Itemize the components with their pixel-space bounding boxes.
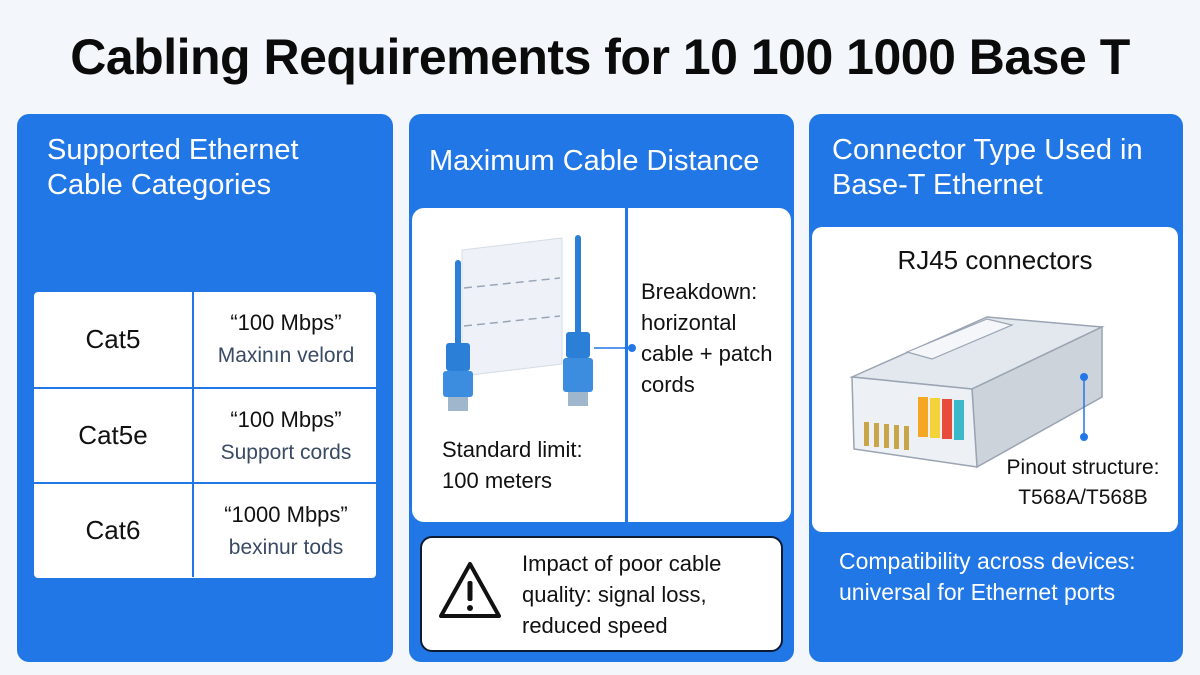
category-name: Cat6 (34, 484, 194, 577)
cable-distance-panel: Maximum Cable Distance Standard limit: 1… (409, 114, 794, 662)
category-speed: “1000 Mbps” (224, 502, 348, 527)
warning-text: Impact of poor cable quality: signal los… (522, 551, 722, 638)
rj45-connector-icon (849, 316, 1105, 469)
cable-categories-table: Cat5 “100 Mbps” Maxinın velord Cat5e “10… (34, 292, 376, 578)
category-note: Support cords (220, 441, 352, 464)
table-row: Cat5e “100 Mbps” Support cords (34, 387, 376, 482)
pinout-label: Pinout structure: T568A/T568B (1006, 456, 1160, 509)
table-row: Cat6 “1000 Mbps” bexinur tods (34, 482, 376, 577)
cable-distance-title: Maximum Cable Distance (429, 145, 760, 177)
breakdown-label: Breakdown: horizontal cable + patch cord… (641, 279, 773, 397)
distance-illustration-card: Standard limit: 100 meters (412, 208, 625, 522)
connector-type-panel: Connector Type Used in Base-T Ethernet R… (809, 114, 1183, 662)
rj45-title: RJ45 connectors (897, 245, 1093, 275)
connector-type-title: Connector Type Used in Base-T Ethernet (832, 134, 1143, 201)
breakdown-card: Breakdown: horizontal cable + patch cord… (624, 208, 791, 522)
cable-categories-panel: Supported Ethernet Cable Categories Cat5… (17, 114, 393, 662)
compatibility-label: Compatibility across devices: universal … (839, 548, 1136, 605)
page-title: Cabling Requirements for 10 100 1000 Bas… (70, 29, 1130, 85)
category-note: Maxinın velord (217, 344, 355, 367)
category-name: Cat5e (34, 389, 194, 482)
warning-box: Impact of poor cable quality: signal los… (420, 536, 783, 652)
table-row: Cat5 “100 Mbps” Maxinın velord (34, 292, 376, 387)
rj45-card: RJ45 connectors (812, 227, 1178, 532)
warning-triangle-icon (439, 562, 501, 618)
category-note: bexinur tods (228, 536, 344, 559)
category-speed: “100 Mbps” (230, 310, 342, 335)
standard-limit-label: Standard limit: 100 meters (442, 437, 583, 493)
category-speed: “100 Mbps” (230, 407, 342, 432)
cable-categories-title: Supported Ethernet Cable Categories (47, 134, 299, 201)
category-name: Cat5 (34, 292, 194, 387)
callout-dot-icon (624, 344, 636, 352)
ethernet-cable-icon (443, 235, 625, 411)
